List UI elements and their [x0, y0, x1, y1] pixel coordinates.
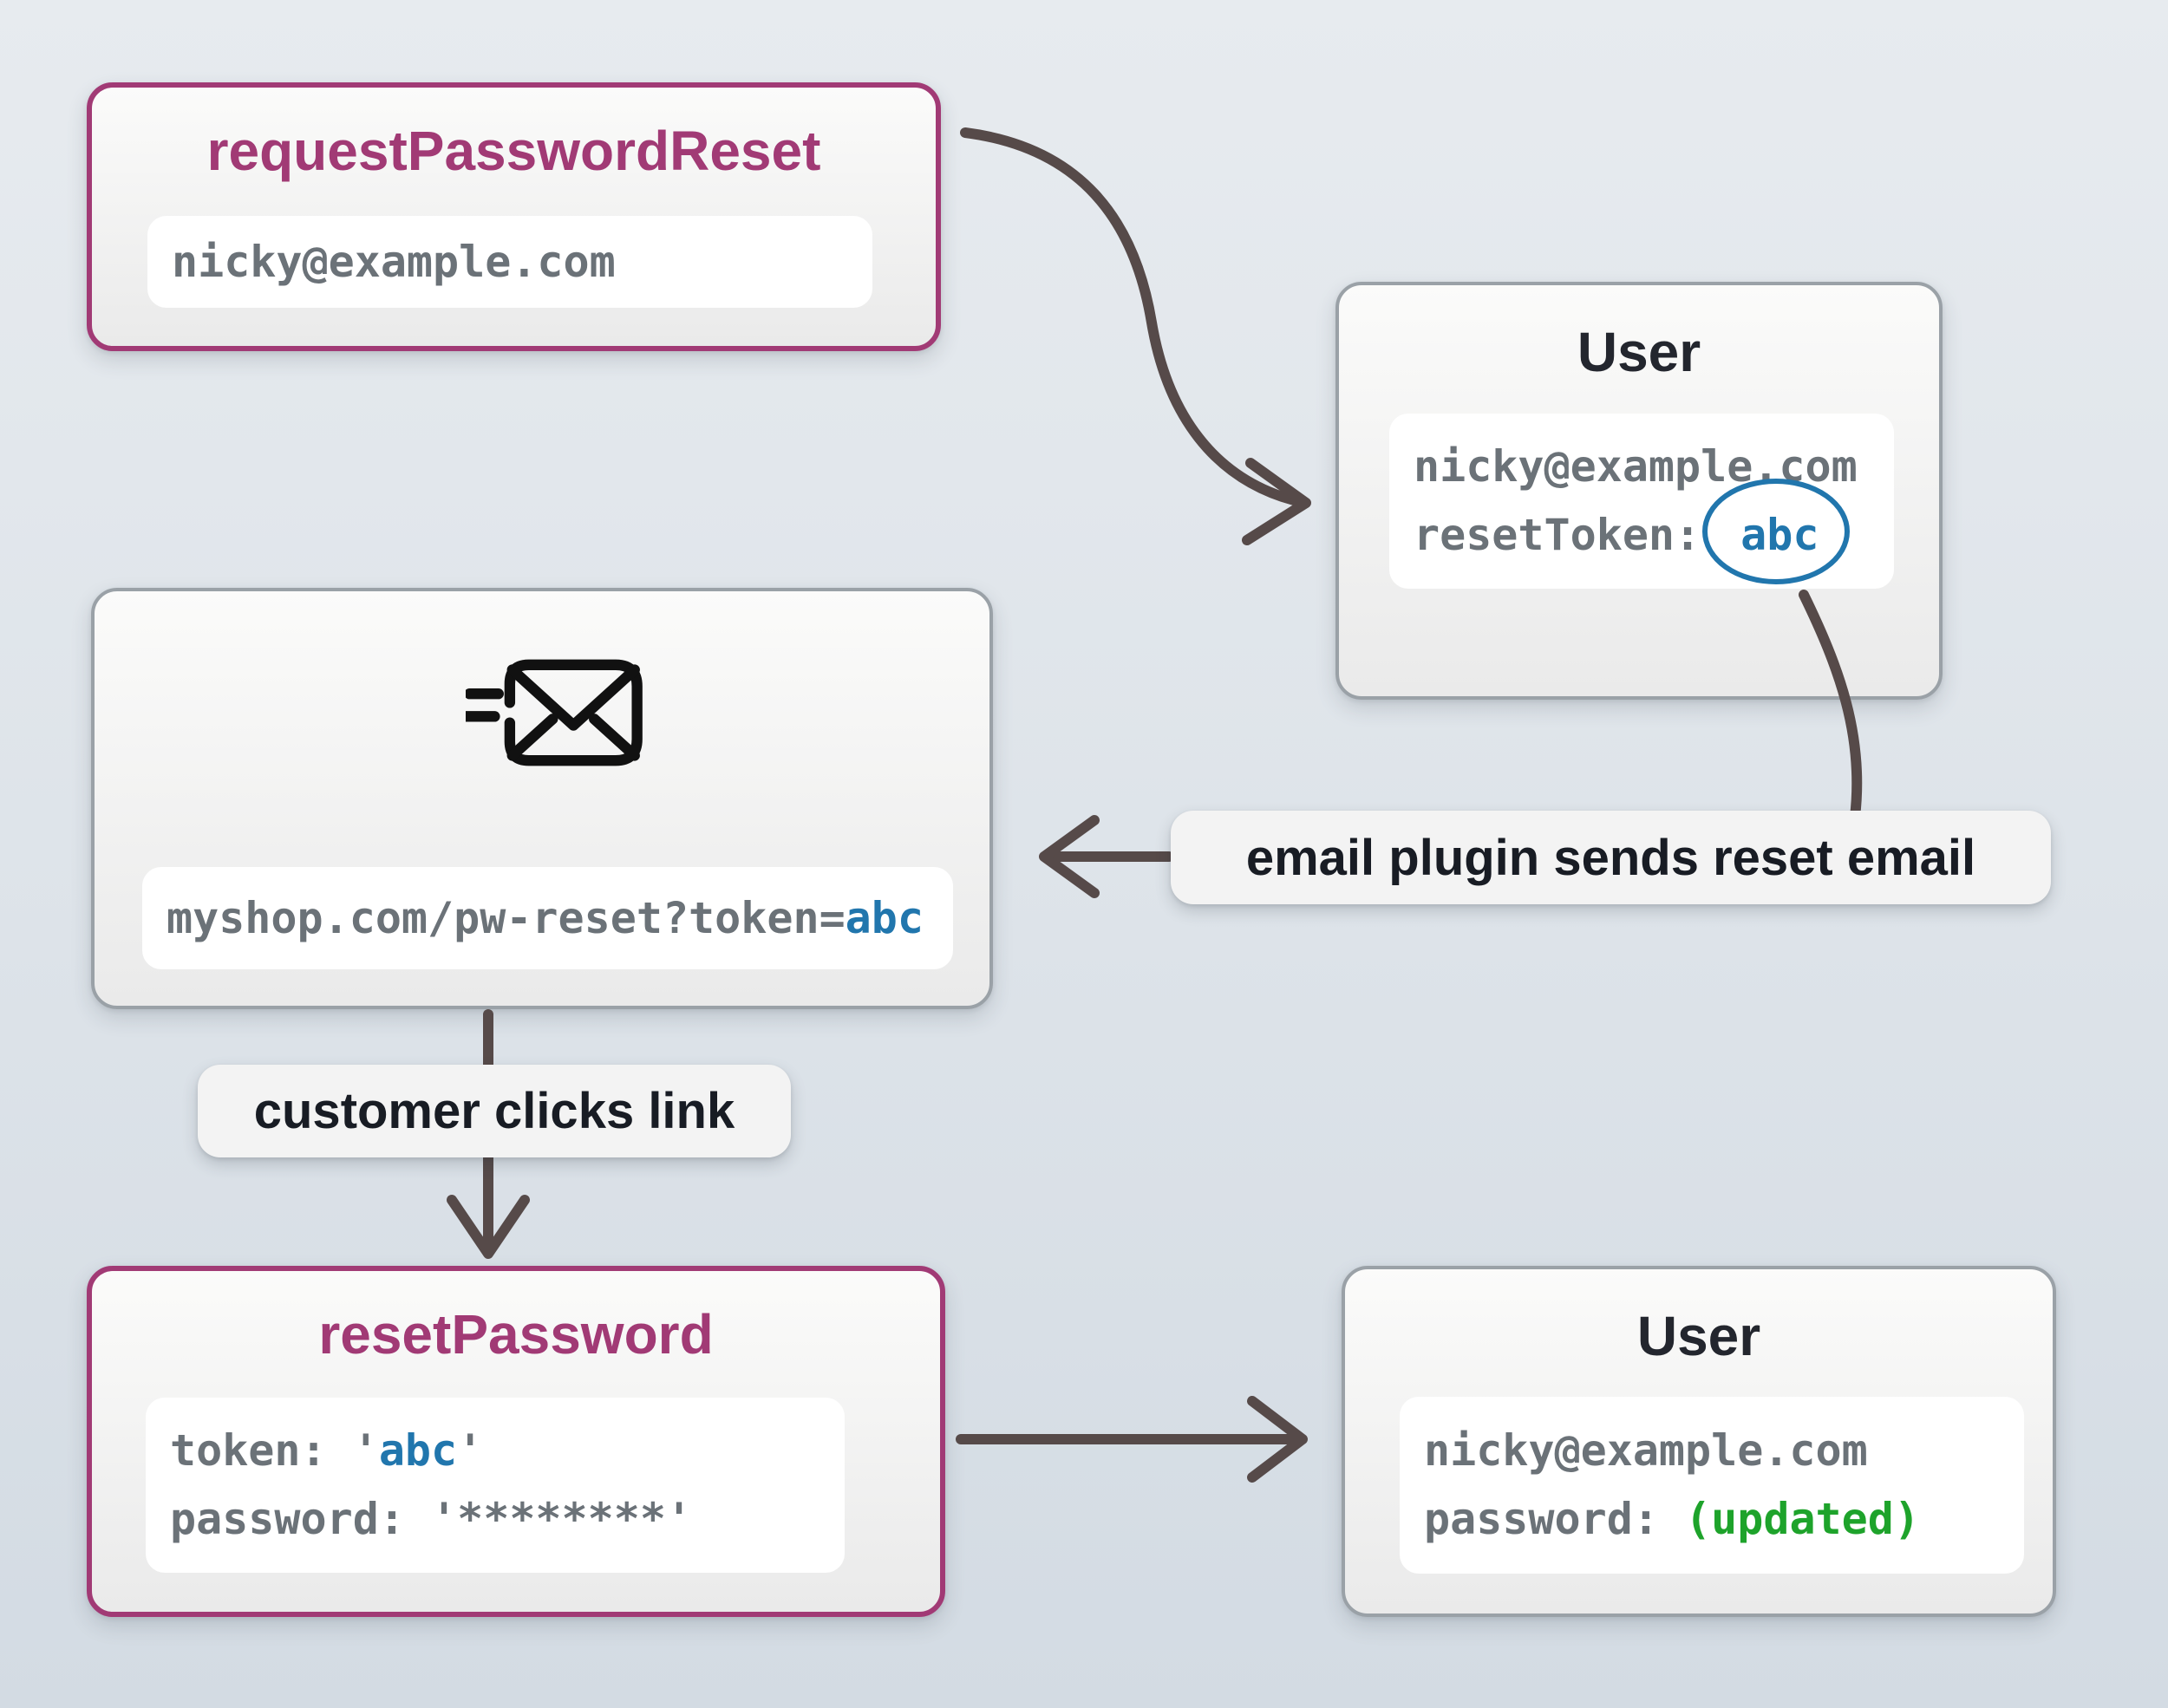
- request-password-reset-title: requestPasswordReset: [206, 120, 821, 182]
- mail-send-icon: [466, 659, 643, 766]
- token-prefix: token: ': [170, 1425, 379, 1476]
- token-value: abc: [378, 1425, 458, 1476]
- user-record-top-box: User nicky@example.com resetToken: abc: [1335, 282, 1943, 700]
- user-record-bottom-box: User nicky@example.com password: (update…: [1342, 1266, 2056, 1617]
- customer-clicks-link-label: customer clicks link: [198, 1065, 791, 1157]
- request-password-reset-box: requestPasswordReset nicky@example.com: [87, 82, 941, 351]
- email-plugin-label: email plugin sends reset email: [1171, 811, 2051, 904]
- reset-password-panel: token: 'abc' password: '********': [146, 1398, 845, 1573]
- arrow-email-to-reset-head: [447, 1195, 530, 1259]
- user-record-bottom-title: User: [1636, 1305, 1761, 1367]
- reset-token-label: resetToken:: [1414, 510, 1701, 560]
- arrow-label-to-email-head: [1039, 815, 1100, 898]
- reset-link-token: abc: [845, 892, 924, 943]
- token-suffix: ': [457, 1425, 484, 1476]
- email-input-field: nicky@example.com: [147, 216, 872, 308]
- reset-email-box: myshop.com/pw-reset?token=abc: [91, 588, 993, 1009]
- reset-link-url-prefix: myshop.com/pw-reset?token=: [167, 892, 846, 943]
- user-top-reset-token-line: resetToken: abc: [1414, 512, 1870, 559]
- token-line: token: 'abc': [170, 1427, 820, 1475]
- user-bottom-email: nicky@example.com: [1424, 1425, 1868, 1476]
- reset-password-box: resetPassword token: 'abc' password: '**…: [87, 1266, 945, 1617]
- email-input-value: nicky@example.com: [172, 236, 616, 287]
- user-bottom-password-line: password: (updated): [1424, 1496, 2000, 1543]
- reset-link-url: myshop.com/pw-reset?token=abc: [167, 892, 929, 943]
- user-top-email: nicky@example.com: [1414, 441, 1858, 492]
- arrow-request-to-user-head: [1242, 458, 1311, 545]
- user-record-top-panel: nicky@example.com resetToken: abc: [1389, 414, 1894, 589]
- arrow-request-to-user: [960, 127, 1299, 505]
- reset-token-value: abc: [1740, 510, 1819, 560]
- arrow-reset-to-user-head: [1247, 1396, 1308, 1483]
- password-updated-value: (updated): [1685, 1494, 1920, 1544]
- password-line: password: '********': [170, 1494, 693, 1544]
- user-record-top-title: User: [1577, 321, 1701, 383]
- reset-password-title: resetPassword: [318, 1303, 714, 1366]
- reset-link-field: myshop.com/pw-reset?token=abc: [142, 867, 953, 969]
- user-record-bottom-panel: nicky@example.com password: (updated): [1400, 1397, 2024, 1574]
- password-label: password:: [1424, 1494, 1686, 1544]
